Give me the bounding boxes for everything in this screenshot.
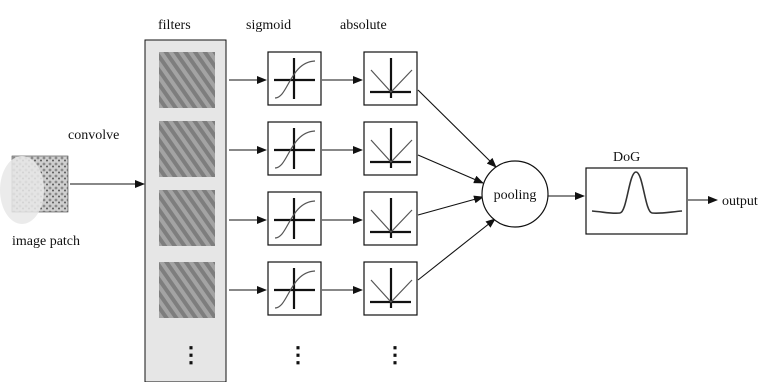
absolute-value-icon — [370, 139, 413, 163]
convolve-label: convolve — [68, 128, 119, 143]
absolute-ellipsis: ⋮ — [384, 342, 406, 367]
row-3 — [229, 191, 484, 246]
absolute-box — [363, 51, 418, 106]
absolute-heading: absolute — [340, 18, 387, 33]
absolute-value-icon — [370, 209, 413, 233]
filters-heading: filters — [158, 18, 191, 33]
sigmoid-box — [267, 191, 322, 246]
dog-curve-icon — [591, 171, 683, 215]
image-patch-label: image patch — [12, 234, 80, 249]
row-4 — [229, 218, 496, 316]
filter-icon-row-4 — [159, 262, 215, 318]
absolute-to-pooling-arrow — [417, 154, 484, 184]
sigmoid-icon — [274, 130, 316, 169]
absolute-box — [363, 261, 418, 316]
sigmoid-icon — [274, 60, 316, 99]
filter-icon-row-3 — [159, 190, 215, 246]
sigmoid-icon — [274, 200, 316, 239]
filter-icon-row-1 — [159, 52, 215, 108]
sigmoid-ellipsis: ⋮ — [287, 342, 309, 367]
dog-label: DoG — [613, 150, 640, 165]
sigmoid-box — [267, 261, 322, 316]
row-2 — [229, 121, 484, 184]
absolute-to-pooling-arrow — [417, 89, 497, 168]
sigmoid-box — [267, 121, 322, 176]
filter-icon-row-2 — [159, 121, 215, 177]
absolute-to-pooling-arrow — [417, 195, 484, 216]
sigmoid-heading: sigmoid — [246, 18, 291, 33]
absolute-to-pooling-arrow — [417, 218, 496, 281]
pooling-label: pooling — [494, 188, 537, 203]
absolute-value-icon — [370, 69, 413, 93]
absolute-box — [363, 121, 418, 176]
absolute-box — [363, 191, 418, 246]
dog-box — [585, 167, 688, 235]
image-patch-icon — [0, 155, 69, 224]
sigmoid-icon — [274, 270, 316, 309]
absolute-value-icon — [370, 279, 413, 303]
row-1 — [229, 51, 497, 168]
sigmoid-box — [267, 51, 322, 106]
filters-ellipsis: ⋮ — [180, 342, 202, 367]
pooling-node — [481, 160, 549, 228]
output-label: output — [722, 194, 758, 209]
